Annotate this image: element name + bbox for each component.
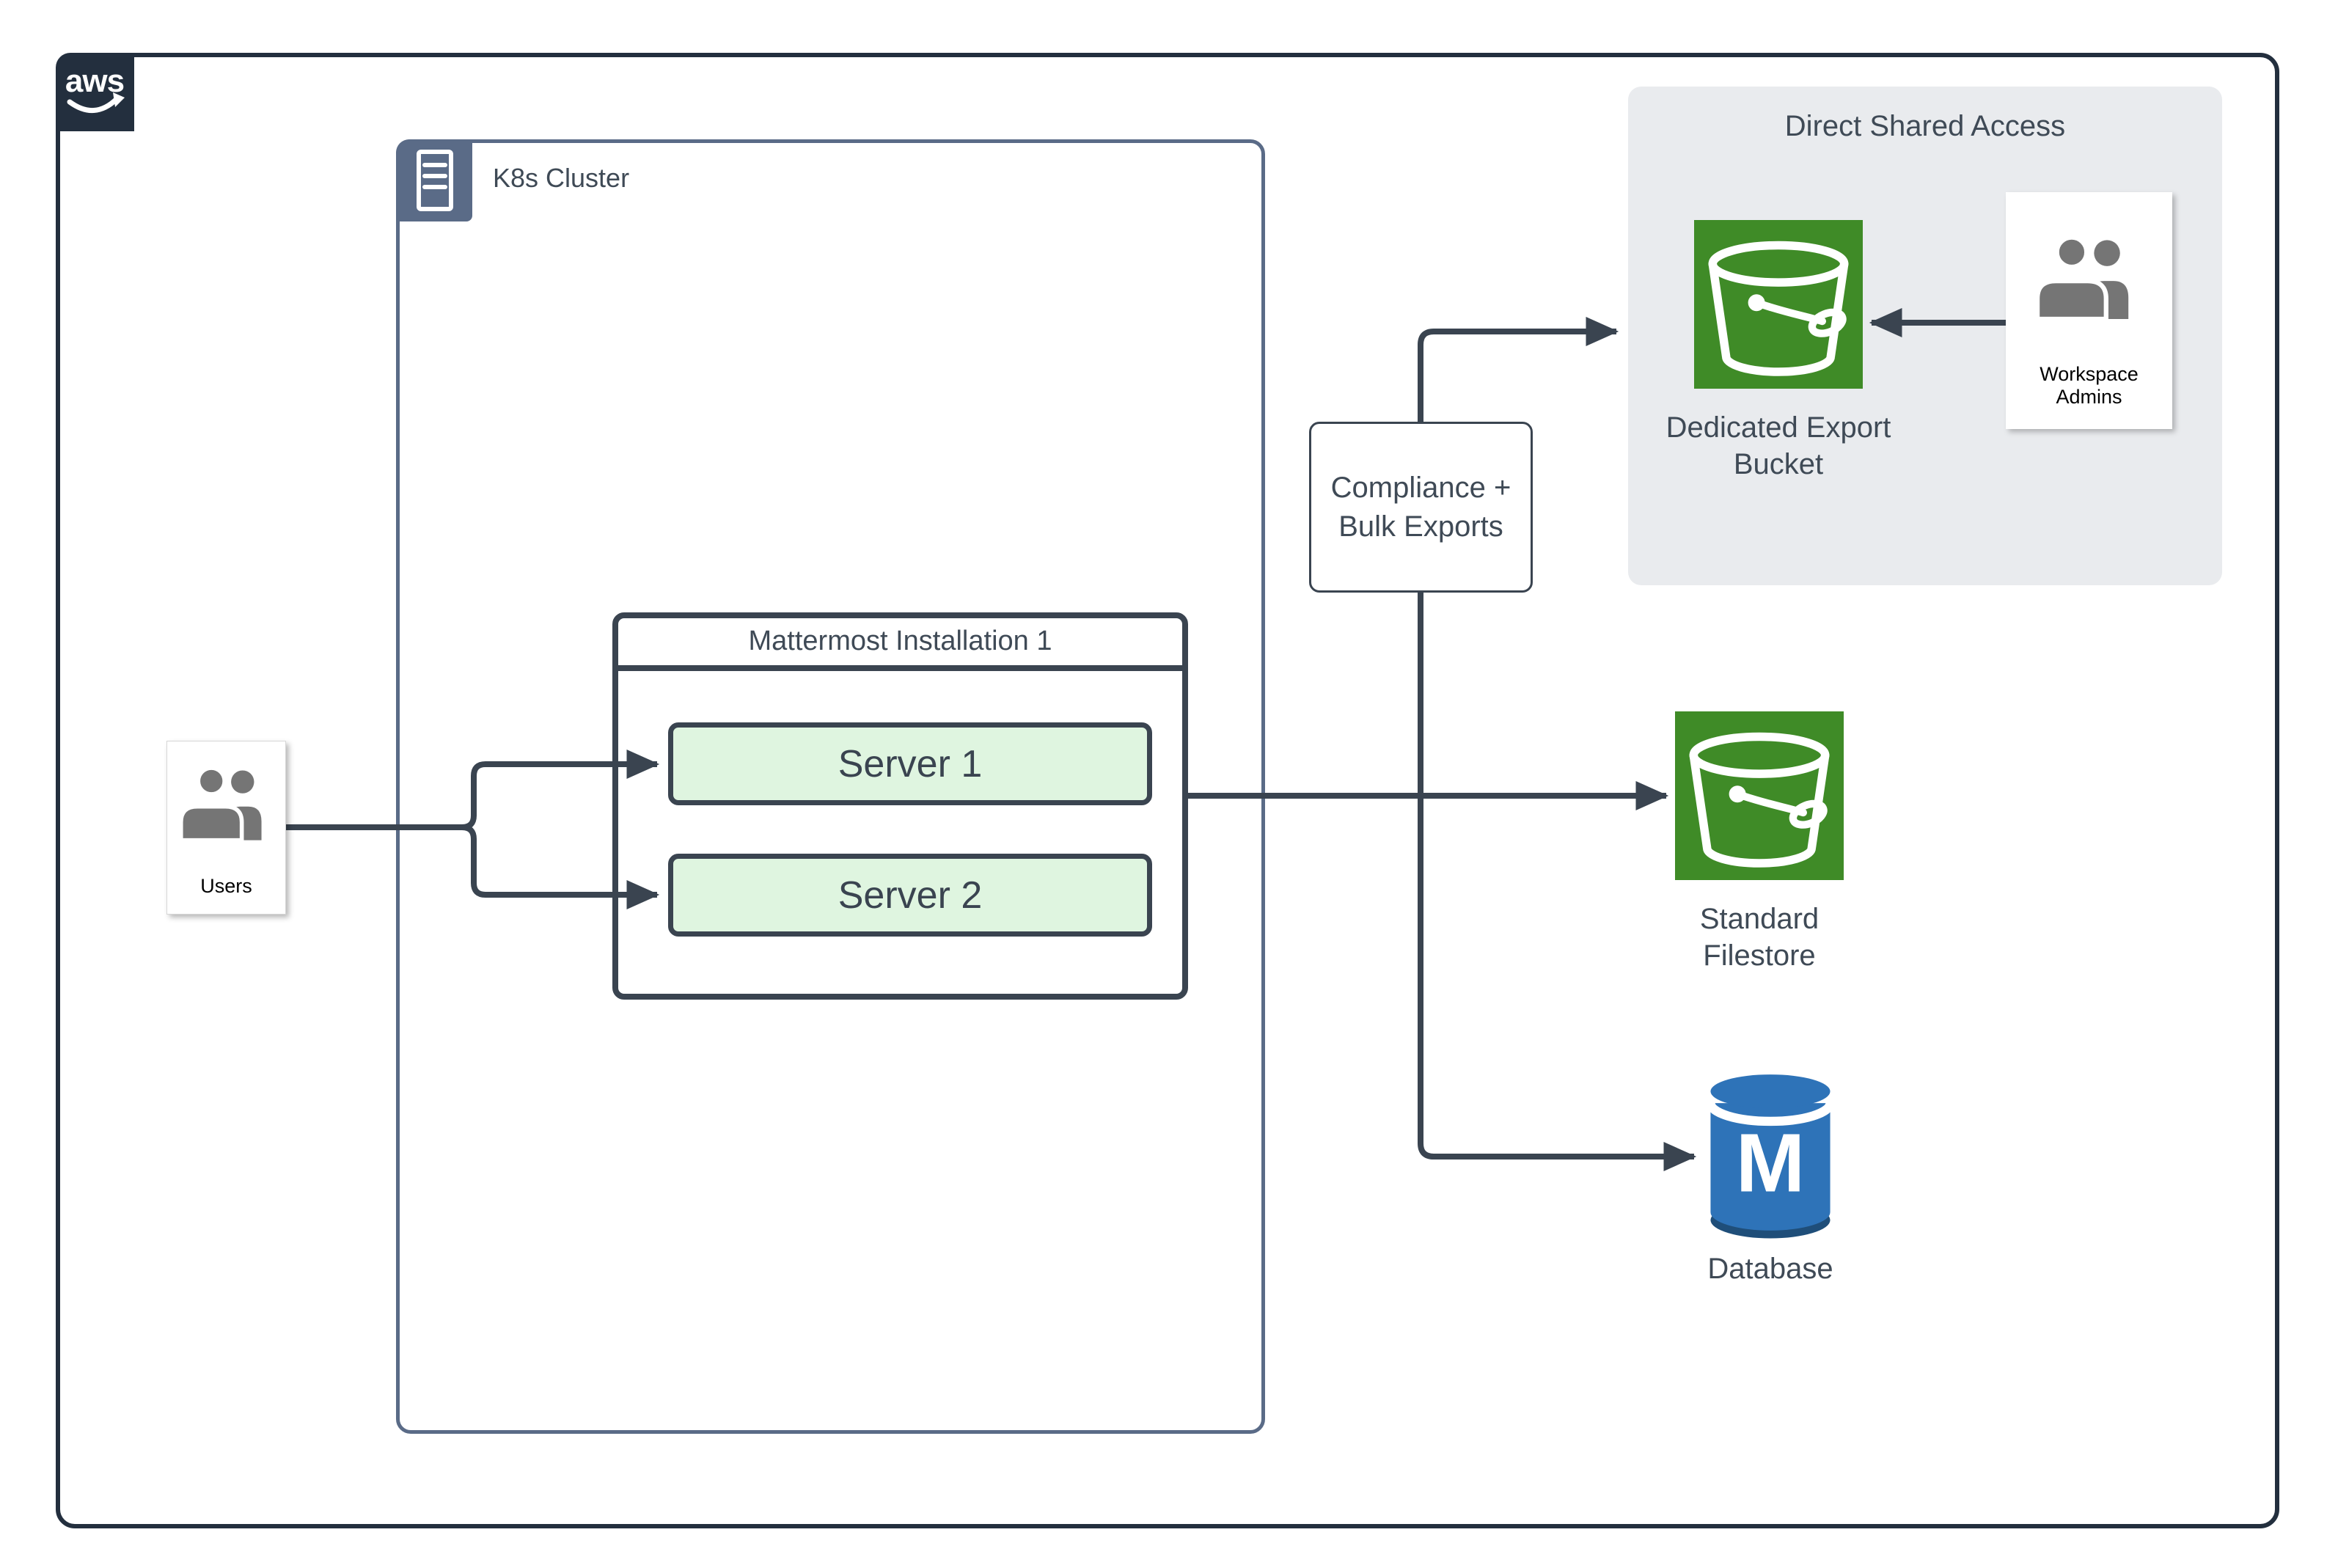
mattermost-installation-title: Mattermost Installation 1 (748, 626, 1052, 656)
compliance-label-line2: Bulk Exports (1338, 510, 1503, 543)
filestore-label-line2: Filestore (1703, 939, 1816, 972)
database-label: Database (1707, 1253, 1833, 1285)
workspace-admins-label: Workspace Admins (2040, 363, 2139, 408)
compliance-bulk-exports-node: Compliance + Bulk Exports (1309, 422, 1533, 593)
standard-filestore-label: Standard Filestore (1591, 901, 1928, 974)
server-rack-icon (417, 150, 453, 211)
standard-filestore-node (1675, 711, 1844, 880)
aws-smile-icon: aws (65, 63, 125, 114)
people-icon (178, 766, 262, 843)
filestore-label-line1: Standard (1699, 903, 1820, 935)
users-label: Users (200, 875, 252, 897)
mattermost-title-divider (618, 665, 1182, 671)
people-icon (2034, 235, 2129, 322)
direct-shared-access-title: Direct Shared Access (1784, 110, 2066, 142)
aws-cloud-boundary (56, 53, 2279, 1528)
database-node: M (1705, 1069, 1836, 1241)
database-cylinder-icon: M (1706, 1074, 1835, 1239)
bucket-label-line1: Dedicated Export (1665, 411, 1891, 444)
k8s-cluster-label: K8s Cluster (493, 163, 630, 193)
compliance-label-line1: Compliance + (1330, 471, 1511, 504)
s3-bucket-icon (1689, 732, 1830, 868)
s3-bucket-icon (1708, 241, 1849, 376)
k8s-cluster-badge (396, 139, 472, 221)
dedicated-export-bucket-label: Dedicated Export Bucket (1606, 409, 1951, 483)
server-2-node: Server 2 (668, 854, 1152, 937)
server-1-node: Server 1 (668, 722, 1152, 805)
dedicated-export-bucket-node (1694, 220, 1863, 389)
aws-logo: aws (56, 53, 134, 131)
users-node: Users (166, 741, 286, 915)
database-letter: M (1736, 1117, 1806, 1210)
workspace-admins-node: Workspace Admins (2006, 192, 2172, 429)
aws-logo-text: aws (65, 63, 124, 99)
bucket-label-line2: Bucket (1733, 448, 1824, 480)
